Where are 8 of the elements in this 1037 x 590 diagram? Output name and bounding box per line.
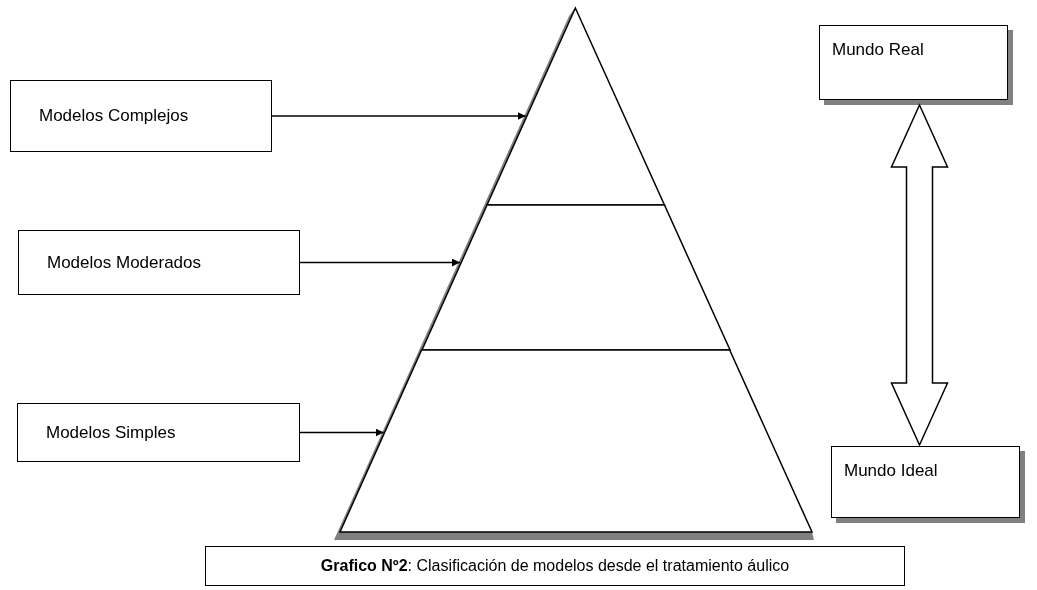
caption: Grafico Nº2: Clasificación de modelos desde el tratamiento áulico — [205, 546, 905, 586]
text-box: Modelos Moderados — [18, 230, 300, 295]
arrow — [299, 258, 461, 267]
arrow — [299, 428, 385, 437]
text-box: Modelos Complejos — [10, 80, 272, 152]
arrow — [271, 112, 527, 120]
text-box: Modelos Simples — [17, 403, 300, 462]
double-block-arrow — [890, 103, 949, 447]
